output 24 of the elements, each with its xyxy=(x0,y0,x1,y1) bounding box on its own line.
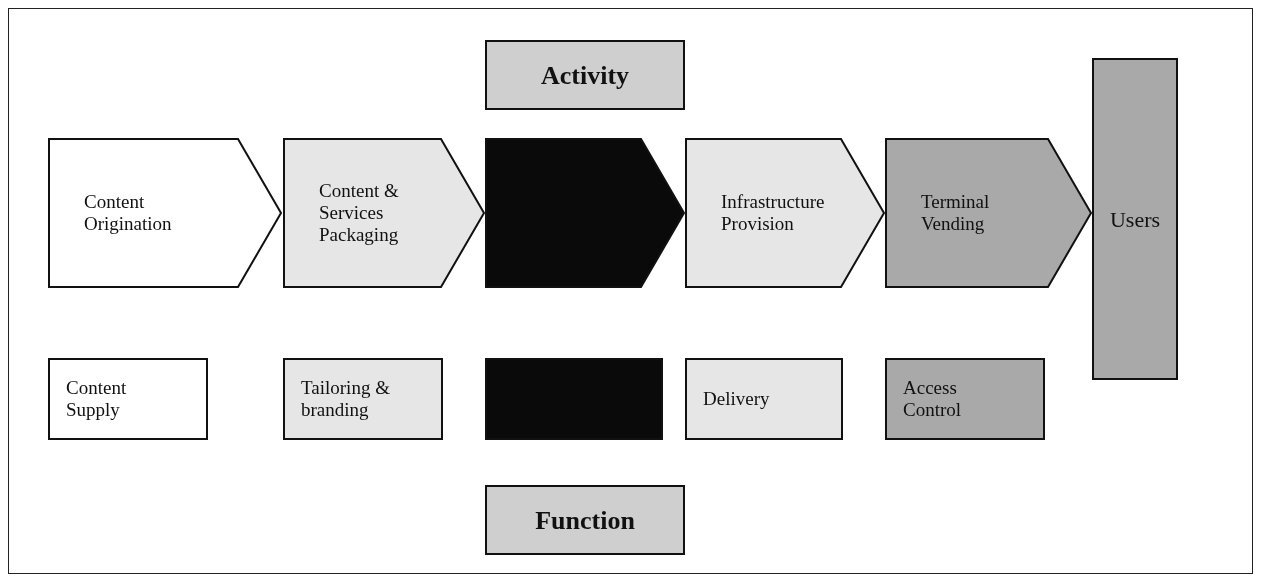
process-step xyxy=(685,138,885,288)
stage-label: Terminal Vending xyxy=(921,191,991,235)
users-bar xyxy=(1092,58,1178,380)
stage-label: Content Supply xyxy=(66,377,128,421)
function-box xyxy=(283,358,443,440)
stage-label: Tailoring & branding xyxy=(301,377,391,421)
heading-label: Activity xyxy=(539,60,631,90)
label-box xyxy=(485,40,685,110)
stage-label: Delivery xyxy=(703,388,771,410)
process-step xyxy=(485,138,685,288)
label-box xyxy=(485,485,685,555)
heading-label: Function xyxy=(534,505,636,535)
function-box xyxy=(485,358,663,440)
process-step xyxy=(885,138,1092,288)
stage-label: Users xyxy=(1108,206,1162,232)
stage-label: Content & Services Packaging xyxy=(319,180,400,246)
function-box xyxy=(48,358,208,440)
stage-label: Content Origination xyxy=(84,191,173,235)
process-step xyxy=(283,138,485,288)
function-box xyxy=(885,358,1045,440)
process-step xyxy=(48,138,282,288)
function-box xyxy=(685,358,843,440)
stage-label: Infrastructure Provision xyxy=(721,191,826,235)
stage-label: Access Control xyxy=(903,377,963,421)
